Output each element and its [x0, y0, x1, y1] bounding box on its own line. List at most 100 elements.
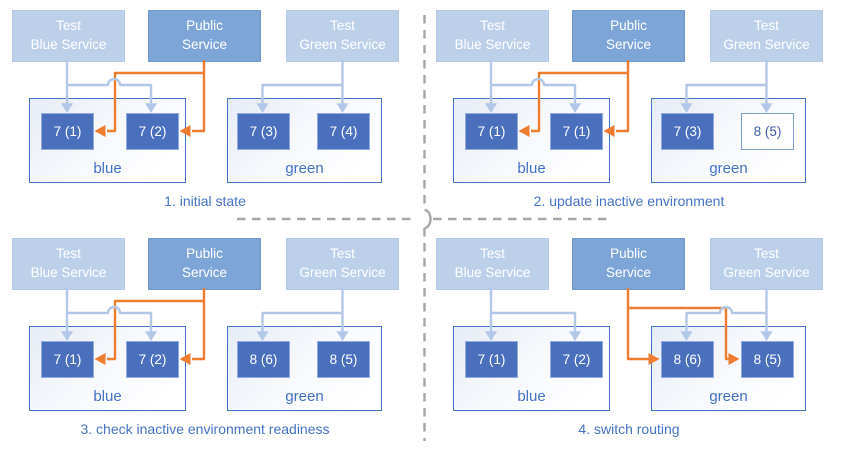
service-label-line: Blue Service — [454, 37, 531, 52]
public-arrowhead — [94, 125, 106, 137]
public-service-box: Public Service — [148, 238, 261, 290]
pod-new: 8 (5) — [741, 113, 794, 150]
pod: 7 (2) — [126, 341, 179, 378]
service-label-line: Test — [330, 18, 355, 34]
service-label-line: Service — [181, 37, 227, 52]
pod: 8 (5) — [741, 341, 794, 378]
blue-environment-label: blue — [93, 388, 122, 405]
connector-overlay — [60, 60, 349, 137]
panel-switch-routing: Test Blue Service Public Service Test Gr… — [424, 228, 848, 456]
public-arrowhead — [94, 353, 106, 365]
pod: 8 (6) — [237, 341, 290, 378]
public-route-branch-line — [628, 306, 729, 361]
test-route-branch-line — [67, 305, 153, 332]
service-label-line: Test — [56, 246, 81, 262]
pod: 8 (6) — [661, 341, 714, 378]
service-label-line: Green Service — [723, 37, 810, 52]
public-route-line — [626, 288, 649, 361]
test-arrowhead — [484, 331, 498, 341]
test-arrowhead — [484, 103, 498, 113]
blue-environment-box: 7 (1) 7 (1) blue — [453, 98, 610, 183]
test-arrowhead — [680, 331, 693, 341]
public-arrowhead — [179, 353, 191, 365]
test-arrowhead — [60, 331, 74, 341]
test-blue-service-box: Test Blue Service — [436, 10, 549, 62]
service-label-line: Public — [610, 18, 647, 34]
test-green-service-box: Test Green Service — [710, 238, 823, 290]
pod: 7 (1) — [465, 341, 518, 378]
connector-overlay — [484, 60, 773, 137]
green-environment-label: green — [709, 388, 748, 405]
test-route-branch-line — [261, 83, 343, 104]
test-route-branch-line — [67, 77, 153, 104]
test-green-service-box: Test Green Service — [286, 10, 399, 62]
public-service-box: Public Service — [572, 238, 685, 290]
test-arrowhead — [256, 331, 269, 341]
service-label-line: Public — [610, 246, 647, 262]
pod: 7 (3) — [237, 113, 290, 150]
pod: 7 (2) — [126, 113, 179, 150]
pod: 7 (1) — [41, 113, 94, 150]
service-label-line: Test — [56, 18, 81, 34]
test-arrowhead — [256, 103, 269, 113]
public-route-line — [192, 288, 206, 361]
test-route-branch-line — [491, 77, 577, 104]
panel-update-inactive-environment: Test Blue Service Public Service Test Gr… — [424, 0, 848, 228]
blue-environment-box: 7 (1) 7 (2) blue — [29, 98, 186, 183]
service-label-line: Public — [186, 246, 223, 262]
service-label-line: Service — [605, 37, 651, 52]
test-route-branch-line — [685, 305, 767, 332]
service-label-line: Green Service — [723, 265, 810, 280]
test-arrowhead — [760, 103, 773, 113]
test-arrowhead — [760, 331, 773, 341]
pod: 7 (2) — [550, 341, 603, 378]
pod: 7 (4) — [317, 113, 370, 150]
service-label-line: Green Service — [299, 37, 386, 52]
test-arrowhead — [336, 103, 349, 113]
green-environment-box: 7 (3) 7 (4) green — [227, 98, 382, 183]
connector-overlay — [60, 288, 349, 365]
service-label-line: Service — [605, 265, 651, 280]
test-route-branch-line — [491, 311, 577, 332]
test-route-branch-line — [261, 311, 343, 332]
service-label-line: Test — [754, 18, 779, 34]
step-caption: 1. initial state — [164, 193, 246, 209]
public-service-box: Public Service — [572, 10, 685, 62]
test-arrowhead — [144, 331, 158, 341]
public-route-branch-line — [531, 71, 628, 133]
service-label-line: Blue Service — [30, 265, 107, 280]
green-environment-box: 8 (6) 8 (5) green — [651, 326, 806, 411]
step-caption: 2. update inactive environment — [533, 193, 725, 209]
public-arrowhead — [728, 353, 740, 365]
public-arrowhead — [603, 125, 615, 137]
pod: 7 (1) — [550, 113, 603, 150]
connector-overlay — [484, 288, 773, 365]
service-label-line: Service — [181, 265, 227, 280]
service-label-line: Blue Service — [30, 37, 107, 52]
test-blue-service-box: Test Blue Service — [12, 10, 125, 62]
test-arrowhead — [144, 103, 158, 113]
service-label-line: Blue Service — [454, 265, 531, 280]
service-label-line: Test — [754, 246, 779, 262]
test-arrowhead — [680, 103, 693, 113]
service-label-line: Test — [480, 18, 505, 34]
divider-hop-arc — [424, 208, 432, 230]
green-environment-box: 8 (6) 8 (5) green — [227, 326, 382, 411]
pod: 8 (5) — [317, 341, 370, 378]
green-environment-box: 7 (3) 8 (5) green — [651, 98, 806, 183]
blue-environment-label: blue — [517, 388, 546, 405]
public-arrowhead — [179, 125, 191, 137]
blue-environment-box: 7 (1) 7 (2) blue — [29, 326, 186, 411]
step-caption: 4. switch routing — [578, 421, 680, 437]
service-label-line: Green Service — [299, 265, 386, 280]
public-route-line — [192, 60, 206, 133]
blue-environment-label: blue — [93, 160, 122, 177]
test-blue-service-box: Test Blue Service — [436, 238, 549, 290]
blue-environment-box: 7 (1) 7 (2) blue — [453, 326, 610, 411]
pod: 7 (1) — [41, 341, 94, 378]
test-blue-service-box: Test Blue Service — [12, 238, 125, 290]
green-environment-label: green — [285, 388, 324, 405]
panel-check-inactive-environment-readiness: Test Blue Service Public Service Test Gr… — [0, 228, 424, 456]
